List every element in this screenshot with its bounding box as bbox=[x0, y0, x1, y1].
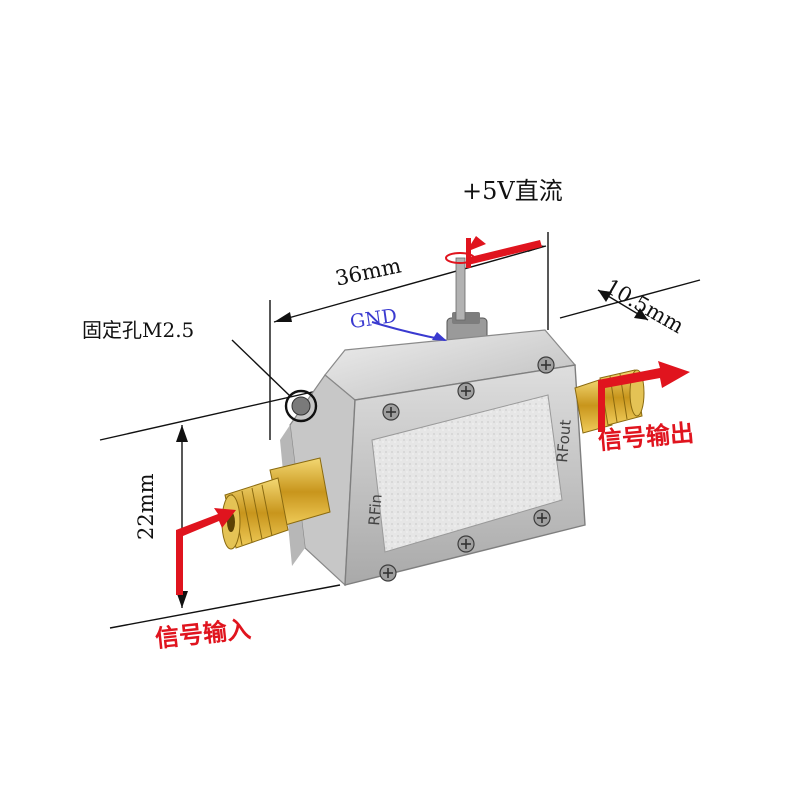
housing bbox=[280, 329, 586, 587]
red-arrows bbox=[176, 236, 690, 595]
rf-out-label: RFout bbox=[553, 418, 575, 464]
rf-in-label: RFin bbox=[365, 493, 386, 527]
mount-hole-label: 固定孔M2.5 bbox=[82, 318, 195, 342]
gnd-arrow bbox=[371, 321, 447, 341]
sma-input-connector bbox=[221, 457, 331, 550]
height-label: 22mm bbox=[134, 473, 158, 540]
power-label: +5V直流 bbox=[462, 177, 563, 205]
mount-hole bbox=[284, 389, 318, 423]
dimension-lines bbox=[99, 232, 701, 629]
